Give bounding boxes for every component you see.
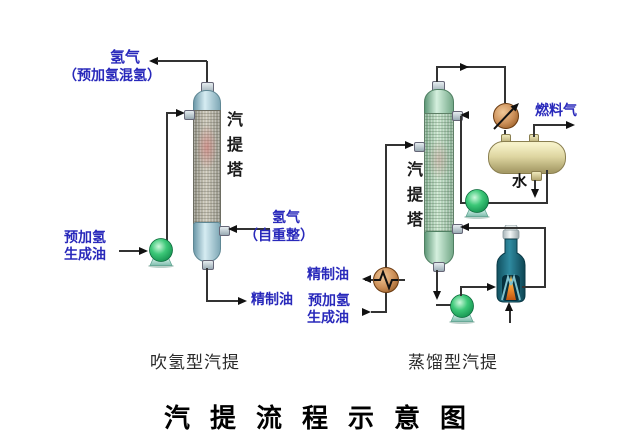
label-feed1-right: 预加氢: [308, 293, 350, 309]
label-feed1-left: 预加氢: [64, 230, 106, 246]
pipe-fuelgas-up: [533, 125, 535, 137]
separator-drum: [488, 141, 566, 174]
pipe-feed-top-right: [385, 144, 413, 146]
label-feed2-right: 生成油: [307, 310, 349, 326]
label-water: 水: [512, 172, 528, 190]
label-hydrogen-top-sub: （预加氢混氢）: [63, 68, 161, 84]
caption-right: 蒸馏型汽提: [408, 353, 498, 373]
arrow-h2-out: [149, 57, 158, 65]
pipe-h2-side: [237, 228, 270, 230]
label-feed2-left: 生成油: [64, 247, 106, 263]
tower-right-top-cap: [424, 89, 454, 117]
air-cooler-icon: [493, 103, 519, 130]
pipe-fuelgas: [533, 124, 571, 126]
pipe-feed-entry-right: [371, 311, 386, 313]
arrow-water: [531, 189, 539, 198]
arrow-reflux-in: [460, 111, 469, 119]
label-hydrogen-top: 氢气: [110, 48, 141, 66]
label-product-right: 精制油: [307, 267, 349, 283]
arrow-furnace-fuel: [505, 302, 513, 311]
arrow-feed-in-left: [176, 109, 185, 117]
arrow-product-right: [362, 275, 371, 283]
pipe-feed-riser-left: [166, 112, 168, 242]
arrow-overhead-right: [460, 63, 469, 71]
tower-left-bottom-nozzle: [202, 260, 214, 270]
pipe-overhead-left-riser: [206, 61, 208, 83]
caption-left: 吹氢型汽提: [150, 353, 240, 373]
tower-right-bottom-nozzle: [433, 262, 445, 272]
tower-right-bottom-section: [424, 231, 454, 265]
pipe-drum-outlet: [546, 170, 548, 203]
arrow-reboil-in: [460, 223, 469, 231]
tower-right-packed-section: [424, 113, 454, 235]
label-product-left: 精制油: [251, 292, 293, 308]
pipe-feed-inlet-left: [166, 112, 177, 114]
tower-right-label: 汽提塔: [404, 161, 423, 236]
pipe-furnace-fuel: [509, 307, 511, 323]
pipe-pump3-up: [460, 286, 462, 296]
pipe-furnace-out: [522, 286, 546, 288]
arrow-feed-in-right: [405, 141, 414, 149]
arrow-product-left: [238, 297, 247, 305]
pipe-reflux: [460, 202, 548, 204]
pump-icon: [449, 294, 475, 324]
pipe-to-furnace: [460, 286, 490, 288]
arrow-bottoms-down: [433, 291, 441, 300]
label-h2-side: 氢气: [272, 210, 300, 226]
arrow-fuelgas: [566, 121, 575, 129]
pipe-water: [534, 180, 536, 191]
tower-right-feed-stub: [414, 142, 425, 152]
arrow-pump-suction-left: [139, 247, 148, 255]
drum-water-boot: [531, 171, 542, 181]
pipe-overhead-right-down: [504, 67, 506, 103]
diagram-title: 汽提流程示意图: [164, 404, 487, 434]
pipe-reflux-riser: [460, 116, 462, 204]
tower-left-bottom-section: [193, 222, 221, 262]
arrow-into-furnace: [487, 283, 496, 291]
label-fuel-gas: 燃料气: [535, 103, 577, 119]
arrow-h2-side-in: [228, 225, 237, 233]
label-h2-side-sub: （自重整）: [244, 228, 314, 244]
pipe-overhead-right-up: [436, 67, 438, 82]
pipe-pump3-link: [436, 304, 452, 306]
pipe-product-left: [206, 300, 238, 302]
tower-left-packed-section: [193, 110, 221, 226]
tower-left-feed-stub: [184, 110, 195, 120]
pipe-overhead-left: [157, 60, 207, 62]
tower-left-label: 汽提塔: [224, 111, 243, 186]
arrow-feed-entry-right: [362, 308, 371, 316]
pump-icon: [148, 238, 174, 268]
pipe-overhead-right: [436, 66, 506, 68]
pipe-reboil-return: [467, 227, 546, 229]
fired-heater-icon: [496, 225, 526, 303]
pump-icon: [464, 189, 490, 219]
pipe-bottoms-right: [436, 270, 438, 298]
pipe-bottoms-left: [206, 268, 208, 302]
heat-exchanger-icon: [373, 267, 399, 293]
pipe-pump-suction-left: [119, 250, 146, 252]
pipe-feed-riser-right: [385, 145, 387, 313]
pipe-reboil-riser: [544, 227, 546, 287]
